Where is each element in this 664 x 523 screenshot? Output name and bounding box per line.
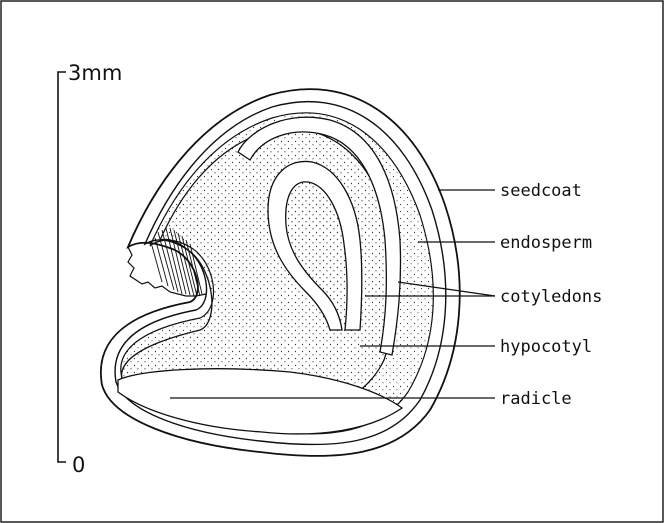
label-seedcoat: seedcoat <box>500 181 582 201</box>
scale-top-label: 3mm <box>68 61 122 85</box>
label-cotyledons: cotyledons <box>500 287 602 307</box>
label-radicle: radicle <box>500 389 572 409</box>
scale-bar: 3mm 0 <box>58 61 122 477</box>
scale-bottom-label: 0 <box>72 453 85 477</box>
label-endosperm: endosperm <box>500 233 592 253</box>
label-hypocotyl: hypocotyl <box>500 337 592 357</box>
